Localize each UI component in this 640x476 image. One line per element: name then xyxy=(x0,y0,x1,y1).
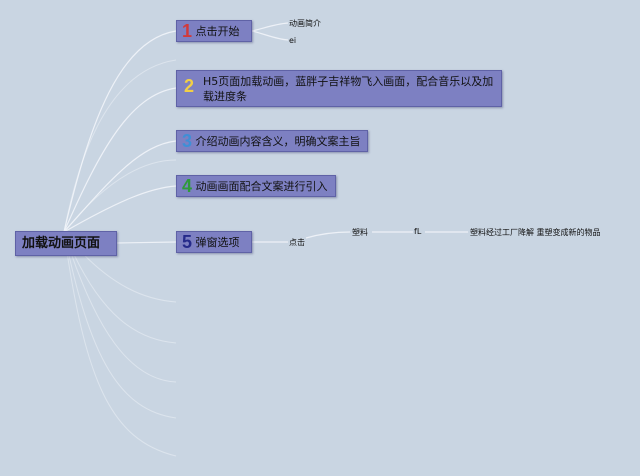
leaf-animation-intro[interactable]: 动画简介 xyxy=(289,19,321,28)
branch-5-node[interactable]: 5 弹窗选项 xyxy=(176,231,252,253)
branch-4-number: 4 xyxy=(182,175,193,196)
branch-4-label: 动画画面配合文案进行引入 xyxy=(195,179,328,193)
branch-3-node[interactable]: 3 介绍动画内容含义，明确文案主旨 xyxy=(176,130,368,152)
branch-5-label: 弹窗选项 xyxy=(195,235,240,249)
branch-2-label: H5页面加载动画，蓝胖子吉祥物飞入画面，配合音乐以及加载进度条 xyxy=(203,75,494,103)
leaf-ei[interactable]: ei xyxy=(289,36,297,45)
branch-1-label: 点击开始 xyxy=(195,24,240,38)
leaf-fl[interactable]: fL xyxy=(414,227,422,236)
branch-4-node[interactable]: 4 动画画面配合文案进行引入 xyxy=(176,175,336,197)
leaf-click[interactable]: 点击 xyxy=(289,238,305,247)
branch-3-label: 介绍动画内容含义，明确文案主旨 xyxy=(195,134,361,148)
branch-2-number: 2 xyxy=(184,76,195,96)
branch-3-number: 3 xyxy=(182,130,193,151)
root-node[interactable]: 加载动画页面 xyxy=(15,231,117,256)
leaf-plastic[interactable]: 塑料 xyxy=(352,228,368,237)
branch-5-number: 5 xyxy=(182,231,193,252)
branch-2-node[interactable]: 2 H5页面加载动画，蓝胖子吉祥物飞入画面，配合音乐以及加载进度条 xyxy=(176,70,502,107)
root-label: 加载动画页面 xyxy=(22,236,101,251)
branch-1-node[interactable]: 1 点击开始 xyxy=(176,20,252,42)
branch-1-number: 1 xyxy=(182,20,193,41)
leaf-plastic-recycle[interactable]: 塑料经过工厂降解 重塑变成新的物品 xyxy=(470,228,601,237)
